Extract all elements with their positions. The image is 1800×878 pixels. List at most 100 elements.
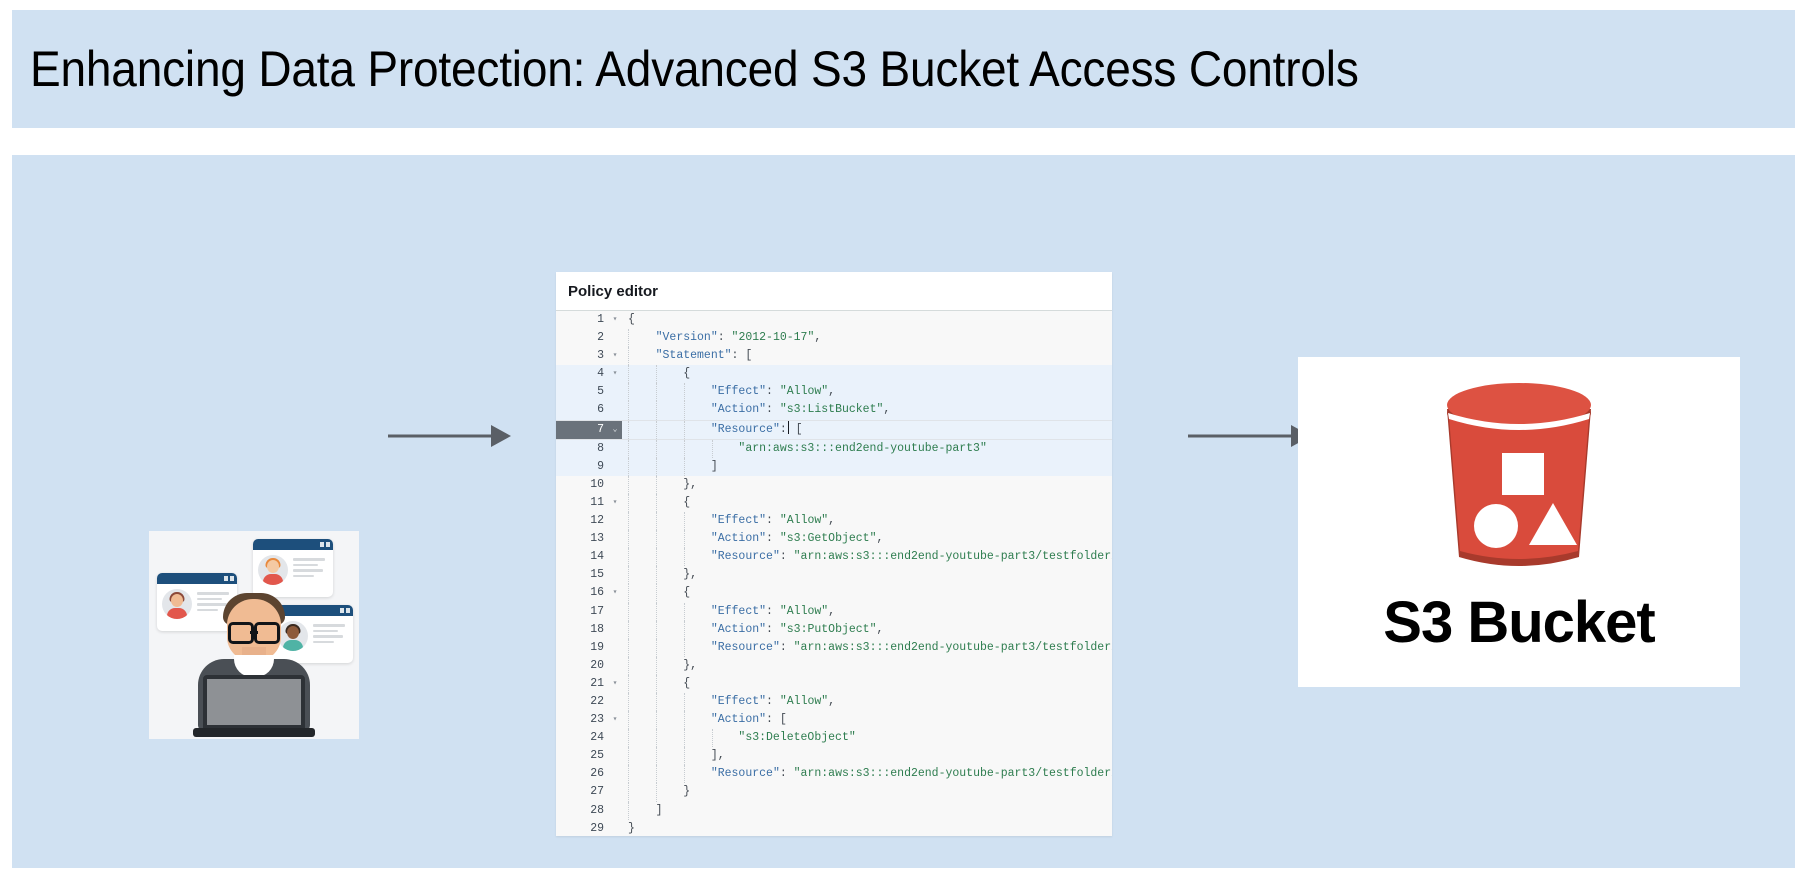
code-line[interactable]: 25 ], <box>556 747 1112 766</box>
code-line[interactable]: 5 "Effect": "Allow", <box>556 383 1112 402</box>
indent-guide <box>656 602 658 621</box>
title-band: Enhancing Data Protection: Advanced S3 B… <box>12 10 1795 128</box>
code-line[interactable]: 24 "s3:DeleteObject" <box>556 729 1112 748</box>
token-pun: : [ <box>731 349 753 363</box>
policy-code-area[interactable]: 1 ▾ {2 "Version": "2012-10-17",3▾ "Stateme… <box>556 310 1112 836</box>
code-line[interactable]: 13 "Action": "s3:GetObject", <box>556 530 1112 549</box>
code-line[interactable]: 23▾ "Action": [ <box>556 711 1112 730</box>
token-pun: } <box>628 821 635 835</box>
code-text: ], <box>622 747 1112 766</box>
policy-editor-panel: Policy editor 1 ▾ {2 "Version": "2012-10-1… <box>556 272 1112 836</box>
token-str: "arn:aws:s3:::end2end-youtube-part3" <box>738 441 987 455</box>
code-line[interactable]: 9 ] <box>556 457 1112 476</box>
line-number: 26 <box>590 767 604 781</box>
code-text: { <box>622 365 1112 384</box>
code-line[interactable]: 8 "arn:aws:s3:::end2end-youtube-part3" <box>556 439 1112 458</box>
indent-guide <box>628 620 630 639</box>
code-text: } <box>622 783 1112 802</box>
code-line[interactable]: 6 "Action": "s3:ListBucket", <box>556 401 1112 420</box>
token-pun: : <box>779 640 794 654</box>
code-text: }, <box>622 656 1112 675</box>
indent-guide <box>628 765 630 784</box>
fold-toggle-icon[interactable]: ▾ <box>612 315 618 325</box>
token-str: "s3:ListBucket" <box>779 403 884 417</box>
code-line[interactable]: 19 "Resource": "arn:aws:s3:::end2end-you… <box>556 638 1112 657</box>
code-line[interactable]: 20 }, <box>556 656 1112 675</box>
code-line[interactable]: 3▾ "Statement": [ <box>556 347 1112 366</box>
code-line[interactable]: 12 "Effect": "Allow", <box>556 512 1112 531</box>
code-line[interactable]: 1▾{ <box>556 311 1112 329</box>
token-key: "Resource" <box>710 422 780 436</box>
indent-guide <box>628 729 630 748</box>
arrow-editor-to-bucket <box>1188 425 1313 447</box>
code-line[interactable]: 21▾ { <box>556 674 1112 693</box>
token-str: "s3:PutObject" <box>779 622 877 636</box>
code-line[interactable]: 18 "Action": "s3:PutObject", <box>556 620 1112 639</box>
line-number: 14 <box>590 550 604 564</box>
fold-toggle-icon[interactable]: ▾ <box>612 678 618 688</box>
indent-guide <box>684 711 686 730</box>
code-line[interactable]: 10 }, <box>556 475 1112 494</box>
indent-guide <box>628 584 630 603</box>
code-text: "Effect": "Allow", <box>622 602 1112 621</box>
code-line[interactable]: 22 "Effect": "Allow", <box>556 692 1112 712</box>
code-line[interactable]: 17 "Effect": "Allow", <box>556 602 1112 621</box>
fold-toggle-icon[interactable]: ▾ <box>612 351 618 361</box>
fold-toggle-icon[interactable]: ▾ <box>612 497 618 507</box>
code-line[interactable]: 4▾ { <box>556 365 1112 384</box>
code-text: "Resource": "arn:aws:s3:::end2end-youtub… <box>622 765 1112 784</box>
code-line[interactable]: 27 } <box>556 783 1112 802</box>
indent-guide <box>656 747 658 766</box>
glasses-icon <box>228 621 280 644</box>
token-pun: { <box>683 495 691 509</box>
line-number: 29 <box>590 821 604 835</box>
token-pun: , <box>828 514 836 528</box>
indent-guide <box>684 747 686 766</box>
indent-guide <box>684 638 686 657</box>
indent-guide <box>656 765 658 784</box>
indent-guide <box>628 329 630 348</box>
token-pun: } <box>683 785 691 799</box>
fold-toggle-icon[interactable]: ▾ <box>612 715 618 725</box>
code-line[interactable]: 29} <box>556 820 1112 836</box>
code-line[interactable]: 2 "Version": "2012-10-17", <box>556 329 1112 348</box>
line-number: 1 <box>597 313 604 326</box>
fold-toggle-icon[interactable]: ▾ <box>612 588 618 598</box>
code-text: } <box>622 820 1112 836</box>
code-line[interactable]: 16▾ { <box>556 584 1112 603</box>
indent-guide <box>684 401 686 420</box>
token-key: "Action" <box>710 713 767 727</box>
token-key: "Action" <box>710 403 767 417</box>
code-line[interactable]: 7⌄ "Resource": [ <box>556 419 1112 440</box>
policy-editor-header: Policy editor <box>556 272 1112 310</box>
token-pun: : <box>717 331 732 345</box>
token-pun: , <box>876 532 884 546</box>
code-text: "Resource": "arn:aws:s3:::end2end-youtub… <box>622 638 1112 657</box>
line-number: 24 <box>590 731 604 745</box>
code-line[interactable]: 14 "Resource": "arn:aws:s3:::end2end-you… <box>556 548 1112 567</box>
indent-guide <box>656 711 658 730</box>
code-text: "Action": [ <box>622 711 1112 730</box>
indent-guide <box>684 457 686 476</box>
indent-guide <box>628 602 630 621</box>
indent-guide <box>656 512 658 531</box>
token-pun: { <box>683 367 691 381</box>
indent-guide <box>628 711 630 730</box>
code-line[interactable]: 11▾ { <box>556 493 1112 513</box>
chevron-down-icon[interactable]: ⌄ <box>608 420 622 439</box>
code-line[interactable]: 26 "Resource": "arn:aws:s3:::end2end-you… <box>556 765 1112 784</box>
code-text: "Action": "s3:GetObject", <box>622 530 1112 549</box>
card-title-bar <box>253 539 333 550</box>
line-number: 6 <box>597 403 604 417</box>
token-pun: , <box>828 694 836 708</box>
code-line[interactable]: 15 }, <box>556 566 1112 585</box>
line-number: 27 <box>590 785 604 799</box>
indent-guide <box>656 383 658 402</box>
token-pun: : <box>766 622 780 636</box>
token-key: "Effect" <box>710 604 767 618</box>
fold-toggle-icon[interactable]: ▾ <box>612 369 618 379</box>
indent-guide <box>684 602 686 621</box>
code-text: "Effect": "Allow", <box>622 692 1112 712</box>
indent-guide <box>656 420 658 439</box>
code-line[interactable]: 28 ] <box>556 801 1112 820</box>
